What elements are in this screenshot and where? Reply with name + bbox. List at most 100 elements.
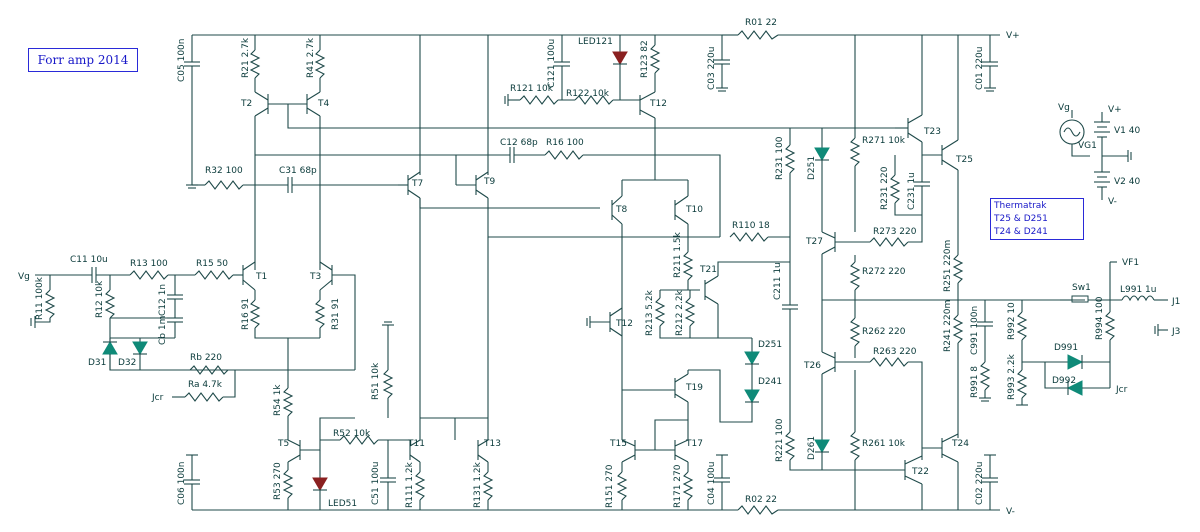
label-vg1: VG1 [1078, 141, 1097, 151]
label-r221: R221 100 [775, 418, 785, 462]
note-line-2: T25 & D251 [994, 214, 1048, 224]
label-d241: D241 [758, 377, 782, 387]
label-r271: R271 10k [862, 136, 906, 146]
label-c31: C31 68p [279, 166, 317, 176]
resistor-r02 [737, 505, 779, 515]
label-r131: R131 1.2k [473, 461, 483, 508]
label-vplus: V+ [1006, 31, 1020, 41]
label-r111: R111 1.2k [405, 461, 415, 508]
label-d251b: D251 [807, 156, 817, 180]
label-rb: Rb 220 [190, 353, 222, 363]
label-t8: T8 [615, 205, 627, 215]
label-r994: R994 100 [1095, 296, 1105, 340]
label-r13: R13 100 [130, 259, 168, 269]
label-t4: T4 [317, 99, 329, 109]
label-l991: L991 1u [1120, 285, 1156, 295]
label-t24: T24 [951, 439, 969, 449]
label-r241: R241 220m [943, 300, 953, 352]
vas-section [255, 35, 798, 510]
label-r263: R263 220 [873, 347, 917, 357]
label-r15: R15 50 [196, 259, 228, 269]
label-sw1: Sw1 [1072, 283, 1091, 293]
label-c02: C02 220u [975, 462, 985, 505]
label-r251: R251 220m [943, 240, 953, 292]
label-cb: Cb 1m [158, 316, 168, 345]
note-line-3: T24 & D241 [994, 227, 1048, 237]
label-c03: C03 220u [707, 47, 717, 90]
label-d31: D31 [88, 358, 106, 368]
label-c01: C01 220u [975, 47, 985, 90]
label-r110: R110 18 [732, 221, 770, 231]
label-r213: R213 5.2k [645, 289, 655, 336]
label-ra: Ra 4.7k [188, 380, 223, 390]
output-stage [784, 35, 1085, 510]
label-r273: R273 220 [873, 227, 917, 237]
label-r261: R261 10k [862, 439, 906, 449]
label-r31: R31 91 [331, 298, 341, 330]
supply-rails [192, 34, 1000, 511]
label-r212: R212 2.2k [675, 289, 685, 336]
label-r262: R262 220 [862, 327, 906, 337]
label-t23: T23 [923, 127, 941, 137]
label-t15: T15 [609, 439, 627, 449]
label-r171: R171 270 [673, 464, 683, 508]
label-t7: T7 [411, 179, 423, 189]
label-c11: C11 10u [70, 255, 108, 265]
label-r16: R16 91 [241, 298, 251, 330]
label-c211: C211 1u [773, 262, 783, 300]
thermatrak-note: Thermatrak T25 & D251 T24 & D241 [990, 198, 1084, 240]
label-led51: LED51 [328, 499, 357, 509]
label-r21: R21 2.7k [241, 37, 251, 78]
label-c12: C12 1n [158, 284, 168, 316]
label-vg2: Vg [1058, 103, 1070, 113]
label-r991: R991 8 [970, 366, 980, 398]
output-network [977, 261, 1168, 406]
supply-sources [1059, 110, 1132, 200]
label-r52: R52 10k [333, 429, 371, 439]
label-r32: R32 100 [205, 166, 243, 176]
label-t22: T22 [911, 467, 929, 477]
input-section [30, 35, 790, 510]
resistor-r01 [737, 30, 779, 40]
label-c991: C991 100n [970, 306, 980, 355]
label-jcr: Jcr [151, 393, 164, 403]
label-r51: R51 10k [371, 362, 381, 400]
label-d991: D991 [1054, 343, 1078, 353]
label-r02: R02 22 [745, 495, 777, 505]
label-t27: T27 [805, 237, 823, 247]
label-r151: R151 270 [605, 464, 615, 508]
label-vminus-src: V- [1108, 197, 1117, 207]
label-r53: R53 270 [273, 462, 283, 500]
label-r122: R122 10k [566, 89, 610, 99]
label-r54: R54 1k [273, 384, 283, 416]
label-c121: C121 100u [547, 39, 557, 88]
schematic-title: Forr amp 2014 [28, 48, 138, 72]
label-r16b: R16 100 [546, 138, 584, 148]
label-d992: D992 [1052, 376, 1076, 386]
label-t13: T13 [483, 439, 501, 449]
label-c04: C04 100u [707, 462, 717, 505]
label-t19: T19 [685, 383, 703, 393]
label-t11: T11 [407, 439, 425, 449]
label-c05: C05 100n [177, 39, 187, 82]
label-c06: C06 100n [177, 462, 187, 505]
label-d261: D261 [807, 436, 817, 460]
label-c51: C51 100u [371, 462, 381, 505]
label-t12: T12 [649, 99, 667, 109]
label-t17: T17 [685, 439, 703, 449]
label-t26: T26 [803, 361, 821, 371]
label-vminus: V- [1006, 507, 1015, 517]
label-led121: LED121 [578, 37, 613, 47]
label-t5: T5 [277, 439, 289, 449]
label-r211: R211 1.5k [673, 231, 683, 278]
label-vplus-src: V+ [1108, 105, 1122, 115]
label-r11: R11 100k [35, 276, 45, 320]
label-v1: V1 40 [1114, 126, 1140, 136]
label-r992: R992 10 [1007, 302, 1017, 340]
label-r01: R01 22 [745, 18, 777, 28]
label-r41: R41 2.7k [306, 37, 316, 78]
label-t2: T2 [240, 99, 252, 109]
label-r231: R231 100 [775, 136, 785, 180]
label-r12: R12 10k [95, 280, 105, 318]
